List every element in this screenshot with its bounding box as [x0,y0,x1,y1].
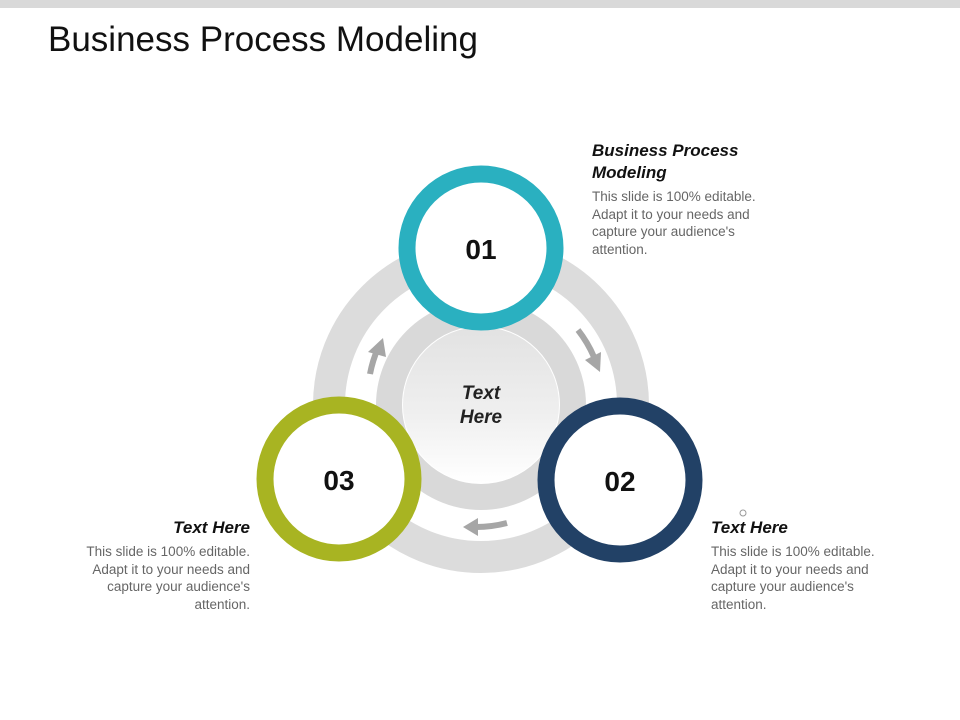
center-text-line1: Text [462,383,501,404]
step-03: 03 [256,396,422,562]
step-01-number: 01 [465,234,496,265]
center-text-line2: Here [460,407,503,428]
callout-step-03: Text Here This slide is 100% editable. A… [80,517,250,613]
step-03-number: 03 [323,465,354,496]
step-02: 02 [537,397,703,563]
slide-title: Business Process Modeling [48,20,478,59]
center-disc [403,327,559,483]
step-02-number: 02 [604,466,635,497]
callout-step-02: Text Here This slide is 100% editable. A… [711,517,886,613]
callout-heading: Business Process Modeling [592,141,739,182]
step-01: 01 [398,165,564,331]
decorative-dot [739,509,747,517]
callout-body: This slide is 100% editable. Adapt it to… [592,189,756,257]
callout-heading: Text Here [173,518,250,537]
step-01-ring [398,165,564,331]
step-02-ring [537,397,703,563]
cycle-arrow-icon [575,328,601,372]
callout-heading: Text Here [711,518,788,537]
cycle-arrow-icon [367,338,386,375]
callout-body: This slide is 100% editable. Adapt it to… [86,544,250,612]
cycle-arrow-icon [463,518,508,536]
top-bar [0,0,960,8]
callout-step-01: Business Process Modeling This slide is … [592,140,767,258]
step-03-ring [256,396,422,562]
callout-body: This slide is 100% editable. Adapt it to… [711,544,875,612]
